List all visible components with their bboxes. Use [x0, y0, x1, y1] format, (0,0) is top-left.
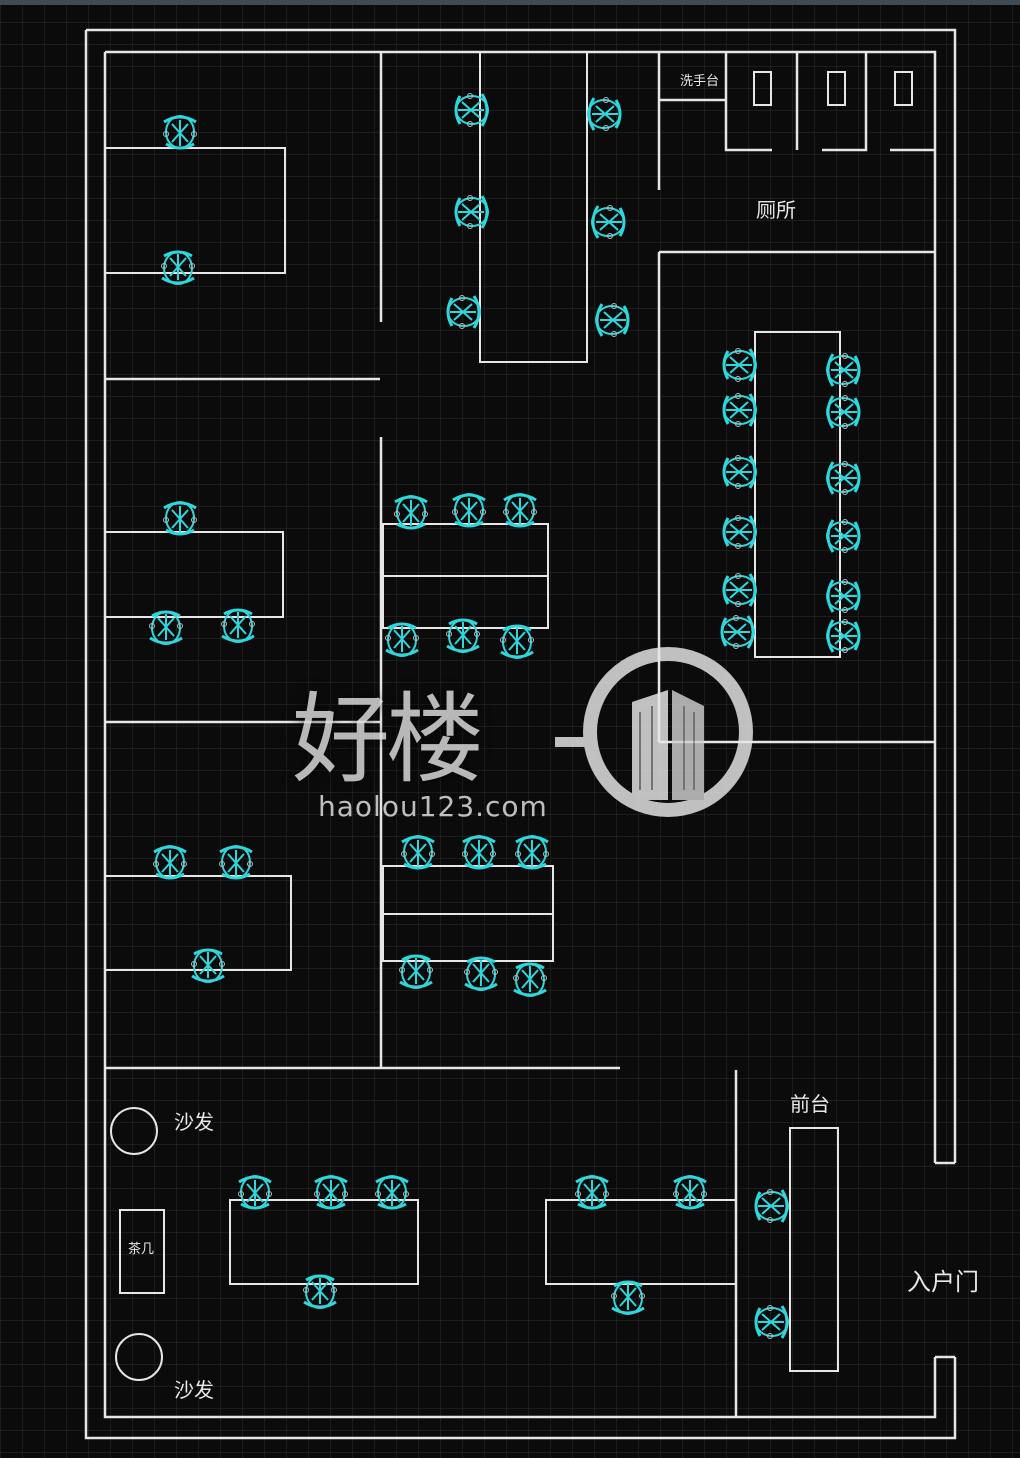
sofa-label: 沙发: [174, 1378, 214, 1402]
reception-label: 前台: [790, 1092, 830, 1116]
tea-table-label: 茶几: [128, 1242, 155, 1257]
sofa: [110, 1107, 158, 1155]
sofa-label: 沙发: [174, 1110, 214, 1134]
toilet-fixture: [894, 71, 913, 106]
washbasin-label: 洗手台: [680, 74, 720, 89]
entrance-label: 入户门: [907, 1268, 979, 1296]
table: [479, 51, 588, 363]
sofa: [115, 1333, 163, 1381]
watermark-brand: 好楼: [292, 683, 484, 797]
building-logo-icon: [555, 647, 753, 817]
table: [104, 531, 284, 618]
tea-table: [119, 1209, 165, 1294]
toilet-fixture: [827, 71, 846, 106]
table: [104, 875, 292, 971]
reception-desk: [789, 1127, 839, 1372]
walls: [84, 28, 957, 1440]
toilet-fixture: [753, 71, 772, 106]
table: [754, 331, 841, 658]
watermark-url: haolou123.com: [318, 790, 548, 823]
furniture: [104, 51, 913, 1381]
table: [104, 147, 286, 274]
toilet-label: 厕所: [756, 198, 796, 222]
